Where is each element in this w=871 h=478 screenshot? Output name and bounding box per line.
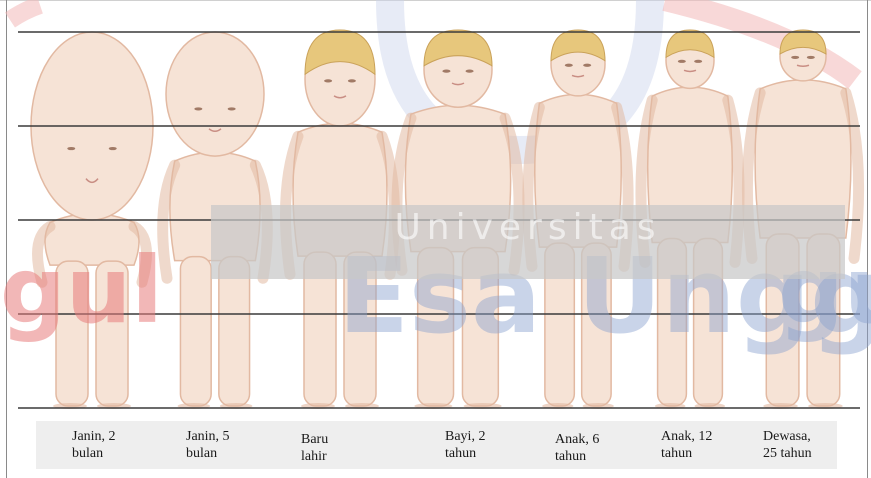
- watermark-left-fragment: gul: [0, 237, 163, 344]
- right-eye: [807, 56, 815, 59]
- right-leg: [219, 257, 250, 406]
- right-eye: [228, 107, 236, 110]
- right-eye: [694, 60, 702, 63]
- left-eye: [791, 56, 799, 59]
- caption-bar: [36, 421, 837, 469]
- head: [166, 32, 264, 156]
- stage-label-child-12-years: Anak, 12 tahun: [661, 428, 712, 462]
- right-eye: [583, 64, 591, 67]
- watermark-overlay-box: Universitas: [211, 205, 845, 279]
- left-eye: [565, 64, 573, 67]
- right-eye: [109, 147, 117, 150]
- watermark-universitas-text: Universitas: [211, 207, 845, 248]
- stage-label-newborn: Baru lahir: [301, 431, 328, 465]
- stage-label-infant-2-years: Bayi, 2 tahun: [445, 428, 485, 462]
- left-eye: [194, 107, 202, 110]
- left-eye: [67, 147, 75, 150]
- left-leg: [180, 257, 211, 406]
- right-eye: [466, 70, 474, 73]
- stage-label-child-6-years: Anak, 6 tahun: [555, 431, 599, 465]
- left-eye: [442, 70, 450, 73]
- left-eye: [324, 79, 332, 82]
- watermark-arc-red-left: [10, 5, 40, 20]
- left-eye: [678, 60, 686, 63]
- stage-label-adult-25-years: Dewasa, 25 tahun: [763, 428, 812, 462]
- stage-label-fetus-5-months: Janin, 5 bulan: [186, 428, 230, 462]
- stage-label-fetus-2-months: Janin, 2 bulan: [72, 428, 116, 462]
- right-eye: [348, 79, 356, 82]
